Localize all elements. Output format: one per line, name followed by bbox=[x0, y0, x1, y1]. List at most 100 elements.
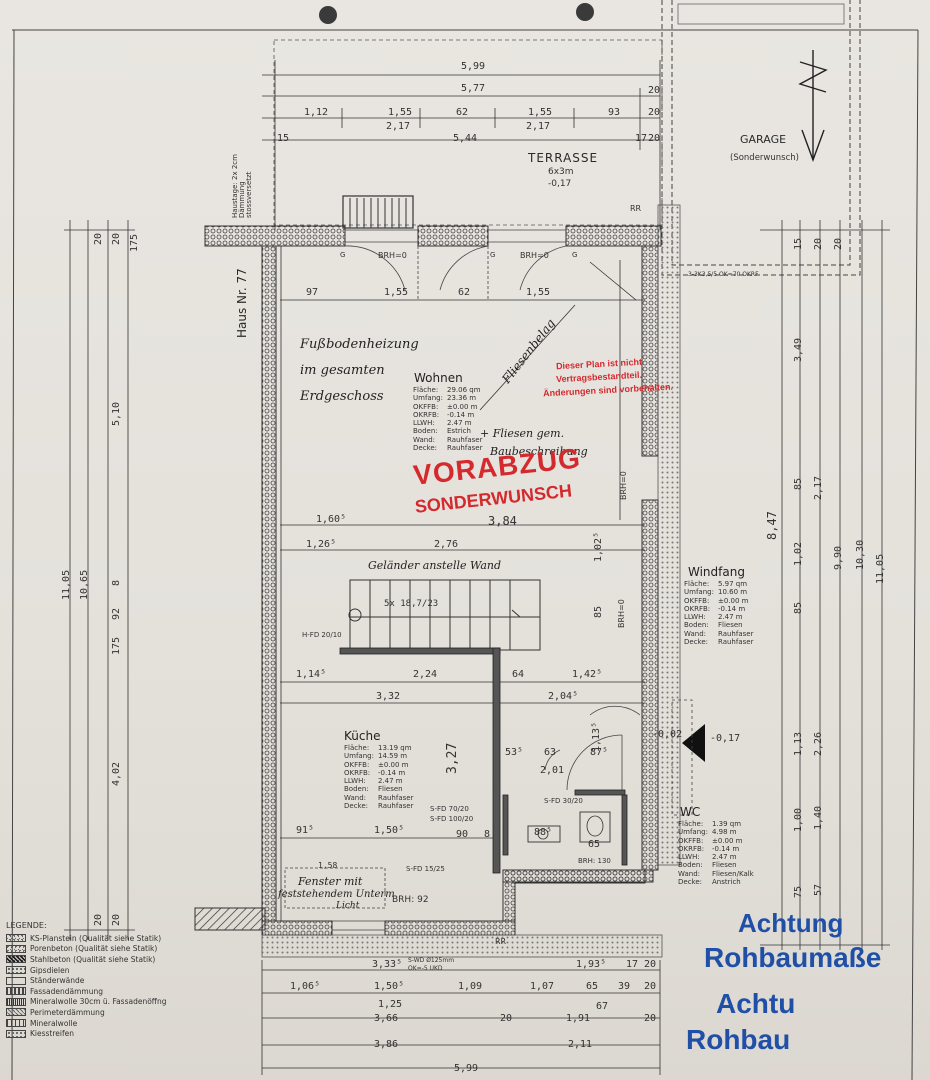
room-data-key: OKRFB: bbox=[684, 604, 711, 613]
room-data-value: Rauhfaser bbox=[378, 802, 414, 811]
dim-left-92: 92 bbox=[111, 607, 122, 620]
dim-right-1-00: 1,00 bbox=[793, 807, 804, 832]
dim-top-l: 15 bbox=[277, 133, 290, 144]
legend-item: Perimeterdämmung bbox=[6, 1007, 226, 1018]
dim-1-14: 1,14⁵ bbox=[296, 669, 327, 680]
dim-right-8-47: 8,47 bbox=[765, 511, 779, 540]
dim-bot-q: 20 bbox=[644, 1013, 657, 1024]
legend-swatch bbox=[6, 966, 26, 975]
room-data-row: Fläche:5.97 qm bbox=[684, 580, 753, 588]
room-name-wc: WC bbox=[680, 805, 701, 819]
dim-top-g: 2,17 bbox=[386, 121, 411, 132]
dim-top-f: 20 bbox=[648, 107, 661, 118]
legend-item: Porenbeton (Qualität siehe Statik) bbox=[6, 944, 226, 955]
dim-88: 88⁵ bbox=[534, 827, 553, 838]
handwritten-heating-2: im gesamten bbox=[300, 363, 385, 378]
room-data-key: Boden: bbox=[684, 621, 709, 630]
north-arrow bbox=[798, 50, 828, 163]
window-label-4: BRH=0 bbox=[520, 251, 549, 260]
dim-left-4-02: 4,02 bbox=[111, 761, 122, 786]
room-name-windfang: Windfang bbox=[688, 565, 745, 579]
dim-1-42: 1,42⁵ bbox=[572, 669, 603, 680]
legend-swatch bbox=[6, 976, 26, 985]
dim-right-15: 15 bbox=[793, 237, 804, 250]
dim-left-175b: 175 bbox=[129, 233, 140, 252]
room-data-row: OKRFB:-0.14 m bbox=[684, 605, 753, 613]
dim-top-2b: 20 bbox=[648, 85, 661, 96]
room-data-row: OKFFB:±0.00 m bbox=[344, 761, 413, 769]
room-data-row: Wand:Rauhfaser bbox=[344, 794, 413, 802]
room-data-key: Umfang: bbox=[413, 394, 443, 403]
room-data-row: LLWH:2.47 m bbox=[678, 853, 754, 861]
entry-level-2: -0,02 bbox=[652, 729, 683, 740]
handwritten-window-3: Licht bbox=[336, 901, 360, 911]
dim-bot-k: 20 bbox=[644, 981, 657, 992]
dim-bot-t: 5,99 bbox=[454, 1063, 479, 1074]
room-data-value: Fliesen bbox=[718, 621, 743, 630]
dim-bot-p: 67 bbox=[596, 1001, 609, 1012]
legend-label: Perimeterdämmung bbox=[30, 1007, 105, 1017]
room-data-row: OKFFB:±0.00 m bbox=[684, 597, 753, 605]
dim-top-c: 62 bbox=[456, 107, 469, 118]
label-hfd: H-FD 20/10 bbox=[302, 631, 342, 639]
dim-top-h: 5,44 bbox=[453, 133, 478, 144]
stairs-drawing bbox=[348, 579, 541, 651]
dim-3-27: 3,27 bbox=[445, 742, 460, 774]
wall-note: 3-3K3,5/5 OK=70 OKRF bbox=[688, 271, 759, 278]
room-data-key: Umfang: bbox=[344, 752, 374, 761]
legend-item: Fassadendämmung bbox=[6, 986, 226, 997]
room-data-row: LLWH: 2.47 m bbox=[413, 419, 482, 427]
dim-total-width: 5,99 bbox=[461, 61, 486, 72]
room-data-row: Decke:Rauhfaser bbox=[684, 638, 753, 646]
dim-top-a: 1,12 bbox=[304, 107, 329, 118]
room-data-key: Umfang: bbox=[678, 828, 708, 837]
room-data-key: Wand: bbox=[684, 629, 707, 638]
dim-2-76: 2,76 bbox=[434, 539, 459, 550]
room-data-row: OKRFB:-0.14 m bbox=[678, 845, 754, 853]
terrace-label: TERRASSE bbox=[528, 151, 599, 165]
dim-right-85b: 85 bbox=[793, 601, 804, 614]
room-data-value: 29.06 qm bbox=[447, 386, 481, 394]
room-data-row: Fläche:29.06 qm bbox=[413, 386, 482, 394]
dim-top-b: 1,55 bbox=[388, 107, 413, 118]
room-data-row: Boden:Fliesen bbox=[678, 861, 754, 869]
room-data-value: Rauhfaser bbox=[447, 444, 483, 453]
room-data-key: LLWH: bbox=[344, 777, 366, 786]
handwritten-window-2: feststehendem Unterm bbox=[278, 889, 395, 900]
room-data-value: -0.14 m bbox=[712, 844, 740, 853]
room-data-row: Wand:Rauhfaser bbox=[684, 630, 753, 638]
room-data-key: Decke: bbox=[678, 878, 703, 887]
room-data-row: Umfang:4.98 m bbox=[678, 828, 754, 836]
entry-level: -0,17 bbox=[710, 733, 741, 744]
punch-hole-right bbox=[576, 3, 594, 21]
room-data-key: Wand: bbox=[678, 869, 701, 878]
room-data-row: Decke:Anstrich bbox=[678, 878, 754, 886]
dim-1-58: 1,58 bbox=[318, 861, 338, 870]
room-name-kueche: Küche bbox=[344, 729, 381, 743]
room-data-row: OKFFB:±0.00 m bbox=[678, 837, 754, 845]
room-data-key: Decke: bbox=[344, 802, 369, 811]
legend-item: Mineralwolle bbox=[6, 1018, 226, 1029]
room-data-row: Boden: Fliesen bbox=[684, 621, 753, 629]
room-data-value: Fliesen/Kalk bbox=[712, 869, 754, 878]
dim-91: 91⁵ bbox=[296, 825, 315, 836]
room-data-row: Umfang:23.36 m bbox=[413, 394, 482, 402]
dim-bot-d: 20 bbox=[644, 959, 657, 970]
notice-rohbaumasse-1: Rohbaumaße bbox=[704, 942, 882, 973]
label-wd2: OK=-5 UKD bbox=[408, 965, 443, 972]
dim-right-3-49: 3,49 bbox=[793, 337, 804, 362]
dim-right-10-30: 10,30 bbox=[855, 539, 866, 570]
room-data-value: 14.59 m bbox=[378, 752, 408, 761]
room-data-key: Wand: bbox=[344, 793, 367, 802]
handwritten-window-1: Fenster mit bbox=[298, 875, 363, 888]
room-data-key: Umfang: bbox=[684, 588, 714, 597]
room-data-key: Boden: bbox=[344, 785, 369, 794]
dim-wall-4: 1,55 bbox=[526, 287, 551, 298]
dim-1-50: 1,50⁵ bbox=[374, 825, 405, 836]
dim-85-a: 85 bbox=[593, 605, 604, 618]
room-data-value: 2.47 m bbox=[447, 419, 472, 428]
room-data-key: LLWH: bbox=[413, 419, 435, 428]
window-label-5: G bbox=[572, 251, 578, 259]
